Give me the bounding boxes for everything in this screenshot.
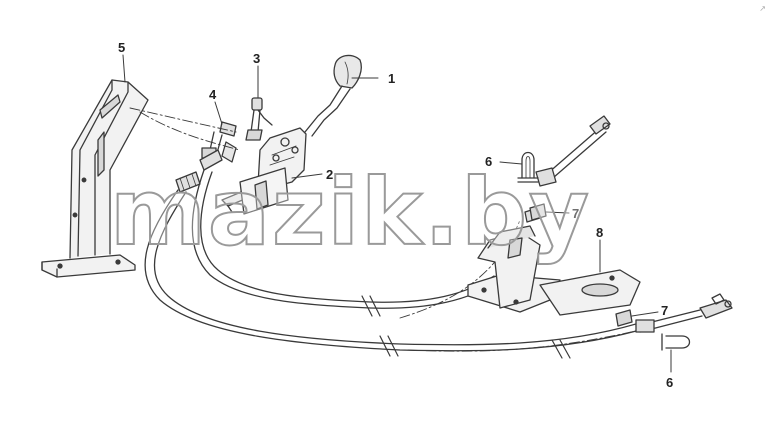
shift-cable-upper [191, 169, 501, 317]
support-bracket-part-5 [41, 79, 149, 278]
callout-4: 4 [209, 87, 217, 102]
callout-6-lower: 6 [666, 375, 673, 390]
u-bolt-part-6-upper [517, 151, 539, 183]
callout-6-upper: 6 [485, 154, 492, 169]
callout-3: 3 [253, 51, 260, 66]
callout-5: 5 [118, 40, 125, 55]
callout-8: 8 [596, 225, 603, 240]
clip-part-7-upper [529, 203, 547, 221]
corner-mark: ↗ [759, 4, 766, 13]
routing-line [129, 107, 641, 352]
leader-lines [122, 54, 672, 373]
lower-bracket-part-8 [467, 225, 641, 316]
callout-1: 1 [388, 71, 395, 86]
callout-2: 2 [326, 167, 333, 182]
gear-lever-part-1 [304, 54, 362, 137]
clip-part-7-lower [615, 309, 633, 327]
shift-mechanism-part-2 [221, 127, 307, 215]
shift-cable-lower [144, 189, 641, 359]
callout-7-lower: 7 [661, 303, 668, 318]
cable-end-lower-right [635, 293, 733, 333]
cable-end-fitting-part-3 [245, 97, 273, 141]
cable-coupling-left [175, 149, 223, 193]
callout-7-upper: 7 [572, 206, 579, 221]
u-bolt-part-6-lower [661, 333, 691, 351]
